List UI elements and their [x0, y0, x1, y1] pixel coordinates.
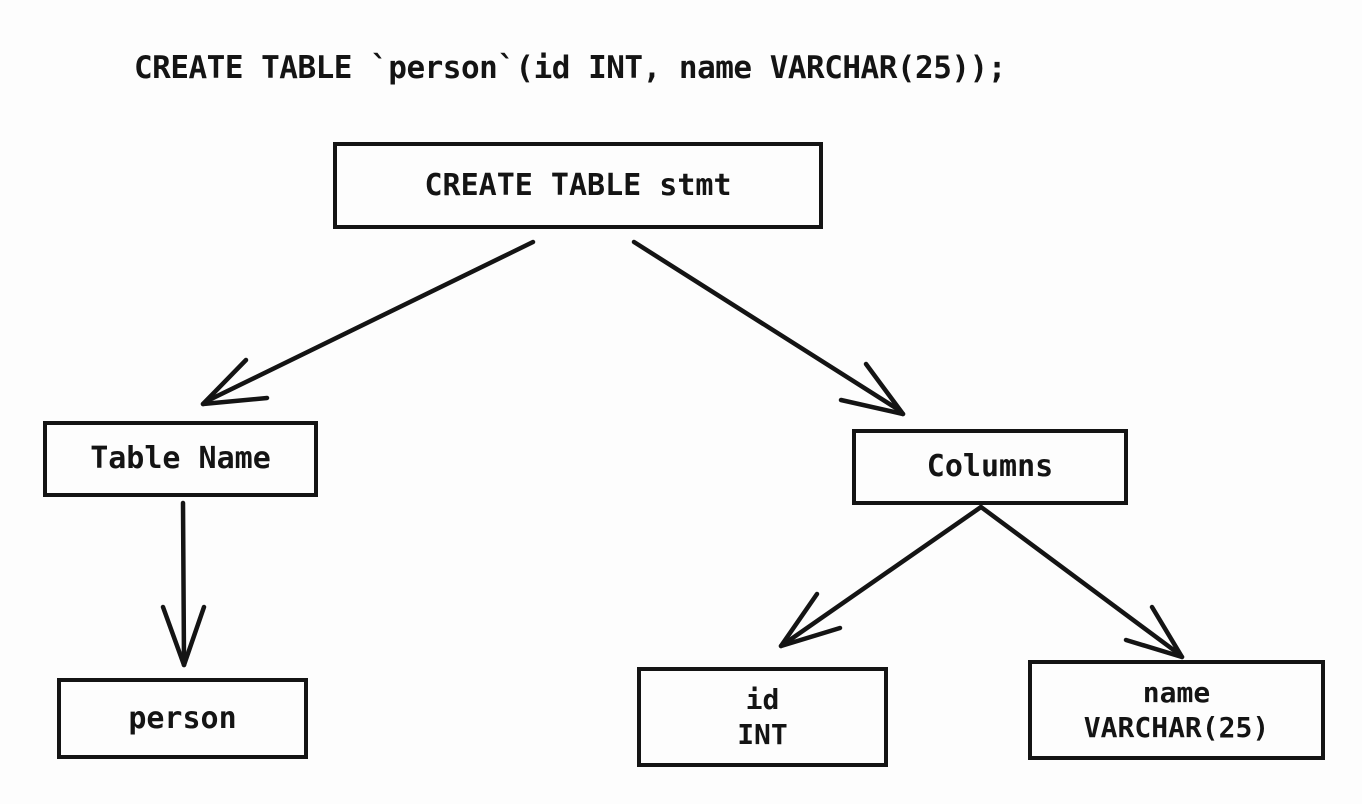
node-id-int: id INT — [637, 667, 888, 767]
sql-statement-text: CREATE TABLE `person`(id INT, name VARCH… — [134, 50, 1006, 86]
edge-root-to-table-name — [200, 239, 536, 407]
edge-table-name-to-person — [160, 500, 207, 668]
column-type-label: VARCHAR(25) — [1083, 711, 1270, 744]
node-columns: Columns — [852, 429, 1128, 505]
column-name-label: id — [745, 683, 780, 716]
column-type-label: INT — [737, 718, 788, 751]
node-label: Table Name — [90, 441, 271, 477]
edge-root-to-columns — [631, 239, 906, 417]
edge-columns-to-name — [978, 504, 1185, 660]
node-name-varchar: name VARCHAR(25) — [1028, 660, 1325, 760]
node-label: CREATE TABLE stmt — [424, 167, 732, 203]
node-label: Columns — [926, 449, 1054, 485]
node-create-table-stmt: CREATE TABLE stmt — [333, 142, 823, 229]
node-person: person — [57, 678, 308, 759]
column-name-label: name — [1142, 676, 1211, 709]
node-table-name: Table Name — [43, 421, 318, 497]
node-label: person — [128, 700, 237, 736]
edge-columns-to-id — [778, 504, 984, 649]
